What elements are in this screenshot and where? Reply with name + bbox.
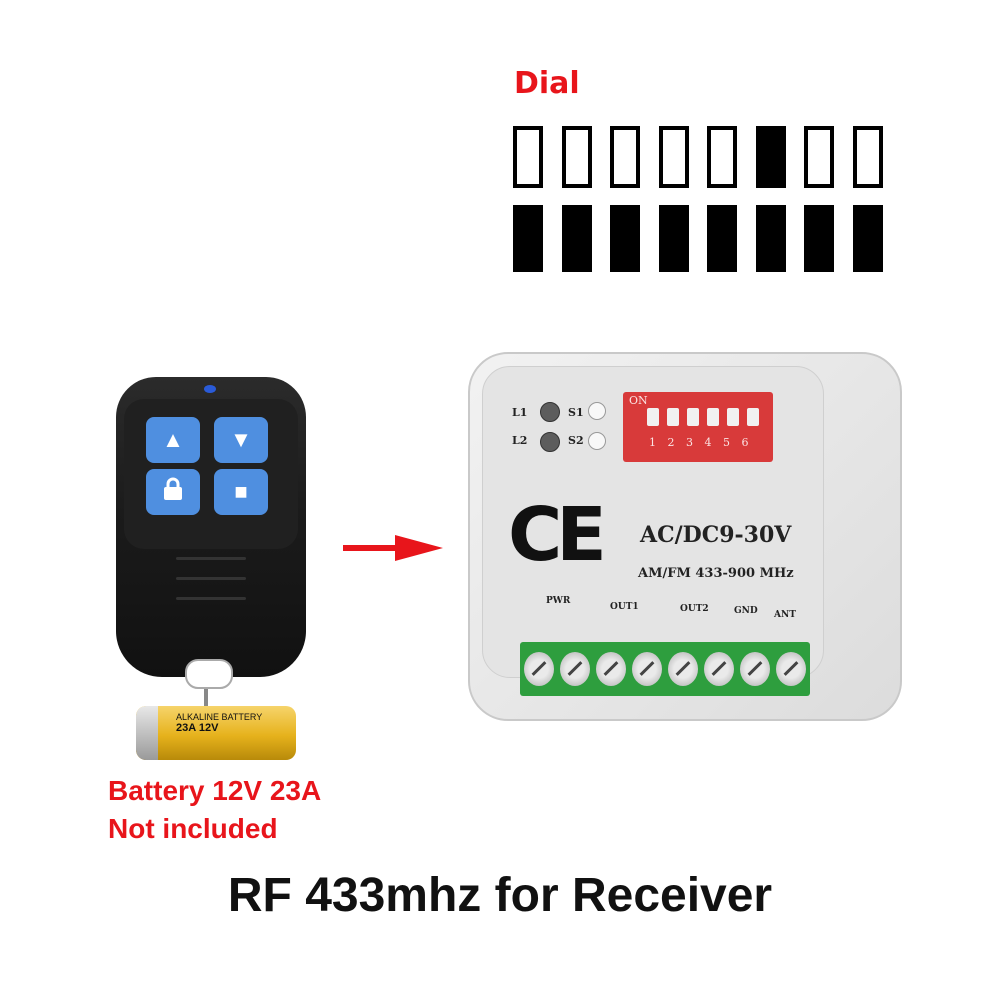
triangle-down-icon: ▼ [230, 427, 252, 452]
dial-label: Dial [514, 66, 580, 101]
remote-control: ▲ ▼ ■ [116, 377, 306, 707]
dip-switch-lower [756, 205, 786, 272]
terminal-label-out1: OUT1 [610, 602, 639, 612]
screw-icon [560, 652, 590, 686]
dip-switch-2 [562, 126, 592, 272]
screw-icon [524, 652, 554, 686]
frequency-label: AM/FM 433-900 MHz [638, 566, 794, 581]
up-button: ▲ [146, 417, 200, 463]
lock-button [146, 469, 200, 515]
terminal-label-pwr: PWR [546, 596, 571, 606]
dip-switch-upper [804, 126, 834, 188]
dip-switch-upper [513, 126, 543, 188]
arrow-right-icon [343, 535, 443, 561]
led-label-l1: L1 [512, 406, 528, 419]
dip-toggle [747, 408, 759, 426]
screw-icon [668, 652, 698, 686]
remote-ridge [176, 577, 246, 580]
receiver-dip-switch: ON 1 2 3 4 5 6 [623, 392, 773, 462]
dip-switch-lower [707, 205, 737, 272]
dip-toggle [707, 408, 719, 426]
remote-ridge [176, 557, 246, 560]
led-s1-icon [588, 402, 606, 420]
dip-switch-lower [513, 205, 543, 272]
screw-icon [632, 652, 662, 686]
dip-toggle [687, 408, 699, 426]
dip-switch-7 [804, 126, 834, 272]
terminal-block [520, 642, 810, 696]
led-s2-icon [588, 432, 606, 450]
dip-switch-upper [853, 126, 883, 188]
keyring-loop [185, 659, 233, 689]
led-l1-icon [540, 402, 560, 422]
led-l2-icon [540, 432, 560, 452]
dip-switch-8 [853, 126, 883, 272]
remote-ridge [176, 597, 246, 600]
battery-caption-line2: Not included [108, 813, 278, 844]
voltage-label: AC/DC9-30V [640, 522, 792, 548]
dip-toggle [667, 408, 679, 426]
dip-toggle [727, 408, 739, 426]
dip-toggle [647, 408, 659, 426]
dip-switch-lower [853, 205, 883, 272]
lock-icon [162, 477, 184, 507]
dip-switch-upper [756, 126, 786, 188]
page-title: RF 433mhz for Receiver [227, 869, 773, 922]
battery-label: ALKALINE BATTERY 23A 12V [176, 712, 288, 734]
led-label-s2: S2 [568, 434, 584, 447]
dip-switch-upper [707, 126, 737, 188]
terminal-label-out2: OUT2 [680, 604, 709, 614]
led-label-s1: S1 [568, 406, 584, 419]
dip-switch-6 [756, 126, 786, 272]
terminal-label-gnd: GND [734, 606, 758, 616]
dip-switch-5 [707, 126, 737, 272]
battery-label-line2: 23A 12V [176, 722, 219, 734]
stop-button: ■ [214, 469, 268, 515]
receiver-module: L1 S1 L2 S2 ON 1 2 3 4 5 6 CE AC/DC9-30V… [468, 352, 903, 722]
dip-switch-3 [610, 126, 640, 272]
dip-switch-1 [513, 126, 543, 272]
battery-caption-line1: Battery 12V 23A [108, 775, 322, 806]
dip-on-label: ON [629, 394, 648, 407]
dip-switch-lower [562, 205, 592, 272]
dip-switch-upper [659, 126, 689, 188]
dip-numbers: 1 2 3 4 5 6 [649, 436, 753, 449]
battery-caption: Battery 12V 23A Not included [108, 772, 321, 848]
led-label-l2: L2 [512, 434, 528, 447]
screw-icon [704, 652, 734, 686]
square-stop-icon: ■ [234, 479, 248, 504]
dip-switch-lower [659, 205, 689, 272]
battery-label-line1: ALKALINE BATTERY [176, 712, 263, 722]
keyring-wire [204, 677, 208, 707]
screw-icon [596, 652, 626, 686]
screw-icon [776, 652, 806, 686]
screw-icon [740, 652, 770, 686]
ce-mark: CE [508, 492, 607, 578]
dip-switch-lower [610, 205, 640, 272]
battery-terminal [136, 706, 158, 760]
dip-switch-upper [562, 126, 592, 188]
remote-led-icon [204, 385, 216, 393]
down-button: ▼ [214, 417, 268, 463]
terminal-label-ant: ANT [774, 610, 796, 620]
dip-switch-lower [804, 205, 834, 272]
dip-switch-diagram [513, 126, 883, 272]
battery-23a: ALKALINE BATTERY 23A 12V [136, 706, 296, 760]
dip-switch-4 [659, 126, 689, 272]
triangle-up-icon: ▲ [162, 427, 184, 452]
dip-switch-upper [610, 126, 640, 188]
